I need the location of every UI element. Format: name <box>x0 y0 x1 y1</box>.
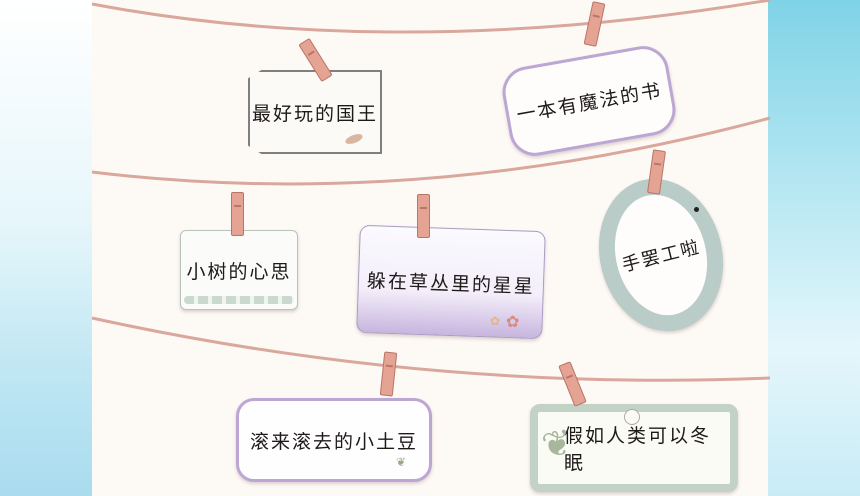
sky-background-left <box>0 0 92 496</box>
card-label: 最好玩的国王 <box>251 102 378 125</box>
hole-dot <box>694 207 699 212</box>
clothespin-4 <box>417 194 430 238</box>
sky-background-right <box>768 0 860 496</box>
card-rolling-potato[interactable]: 滚来滚去的小土豆 <box>236 398 432 482</box>
card-hole <box>624 409 640 425</box>
star-flower-icon: ✿ <box>506 312 520 331</box>
string-row-3 <box>91 316 771 382</box>
card-label: 躲在草丛里的星星 <box>366 269 536 298</box>
card-humans-hibernate[interactable]: 假如人类可以冬眠 <box>530 404 738 492</box>
string-row-1 <box>91 0 771 34</box>
card-label: 滚来滚去的小土豆 <box>249 430 418 453</box>
card-label: 手罢工啦 <box>620 236 703 277</box>
card-label: 小树的心思 <box>186 260 292 283</box>
card-label: 一本有魔法的书 <box>514 78 664 127</box>
clothespin-3 <box>231 192 244 236</box>
star-flower-icon: ✿ <box>490 314 501 328</box>
string-row-2 <box>91 116 771 186</box>
sprout-icon: ❦ <box>396 455 407 469</box>
wave-border-decoration <box>184 296 294 304</box>
card-label: 假如人类可以冬眠 <box>564 425 712 474</box>
card-funniest-king[interactable]: 最好玩的国王 <box>248 70 382 154</box>
